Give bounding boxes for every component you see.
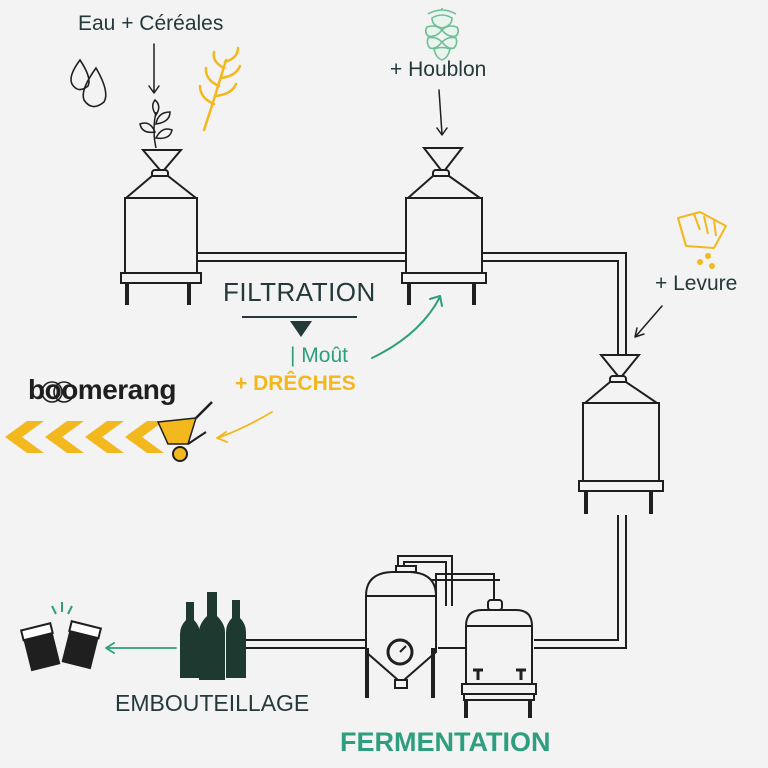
water-drops-icon xyxy=(70,58,107,108)
label-fermentation: FERMENTATION xyxy=(340,727,551,757)
boil-tank xyxy=(401,147,487,305)
label-filtration: FILTRATION xyxy=(223,277,376,307)
chevrons-graphic xyxy=(5,421,164,453)
bottles-icon xyxy=(180,592,246,680)
mash-tank xyxy=(120,149,202,305)
filtration-marker xyxy=(242,316,357,337)
label-eau-cereales: Eau + Céréales xyxy=(78,12,224,35)
label-houblon: + Houblon xyxy=(390,58,487,81)
label-embouteillage: EMBOUTEILLAGE xyxy=(115,690,310,716)
label-dreches: + DRÊCHES xyxy=(235,372,356,395)
arrows xyxy=(105,43,663,654)
yeast-sachet-icon xyxy=(677,211,727,269)
boomerang-logo: boomerang xyxy=(28,374,176,405)
wheat-icon xyxy=(198,46,242,132)
boomerang-logo-loops xyxy=(41,381,75,403)
fermenter-tank xyxy=(365,565,437,698)
label-mout: | Moût xyxy=(290,344,348,367)
sprout-icon xyxy=(139,98,173,149)
label-levure: + Levure xyxy=(655,272,738,295)
wheelbarrow-icon xyxy=(156,401,213,462)
cheers-glasses-icon xyxy=(19,602,103,672)
yeast-tank xyxy=(578,354,664,514)
conditioning-tank xyxy=(461,599,537,718)
hop-icon xyxy=(424,8,460,61)
